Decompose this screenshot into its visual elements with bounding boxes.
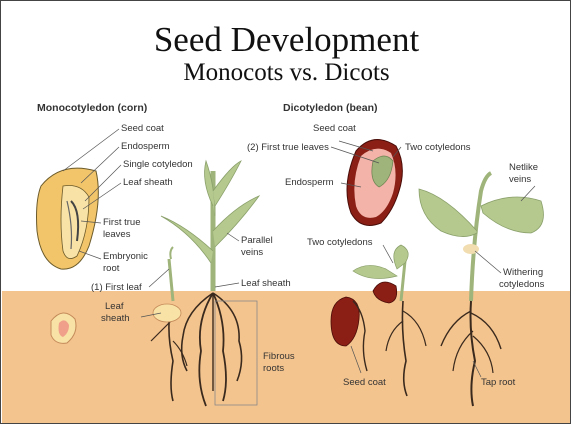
label-mono-seed-coat: Seed coat: [121, 123, 164, 134]
label-netlike: Netlike: [509, 162, 538, 173]
label-two-cotyledons-mid: Two cotyledons: [307, 237, 372, 248]
label-cotyledons: cotyledons: [499, 279, 544, 290]
label-withering: Withering: [503, 267, 543, 278]
label-sheath: sheath: [101, 313, 130, 324]
label-leaf: Leaf: [105, 301, 124, 312]
label-fibrous: Fibrous: [263, 351, 295, 362]
label-parallel-veins: veins: [241, 247, 263, 258]
label-dicot-endosperm: Endosperm: [285, 177, 334, 188]
bean-seed: [347, 140, 402, 226]
label-two-cotyledons-top: Two cotyledons: [405, 142, 470, 153]
label-leaves: leaves: [103, 229, 130, 240]
label-first-leaf: (1) First leaf: [91, 282, 142, 293]
monocot-heading: Monocotyledon (corn): [37, 102, 147, 114]
label-first-true: First true: [103, 217, 140, 228]
label-dicot-seed-coat-bottom: Seed coat: [343, 377, 386, 388]
label-mono-endosperm: Endosperm: [121, 141, 170, 152]
label-first-true-leaves: (2) First true leaves: [247, 142, 329, 153]
dicot-heading: Dicotyledon (bean): [283, 102, 378, 114]
label-root: root: [103, 263, 119, 274]
label-roots: roots: [263, 363, 284, 374]
label-leaf-sheath-top: Leaf sheath: [123, 177, 173, 188]
label-tap-root: Tap root: [481, 377, 515, 388]
label-netlike-veins: veins: [509, 174, 531, 185]
label-single-cotyledon: Single cotyledon: [123, 159, 193, 170]
corn-kernel: [37, 168, 99, 269]
label-embryonic: Embryonic: [103, 251, 148, 262]
label-dicot-seed-coat: Seed coat: [313, 123, 356, 134]
label-leaf-sheath-right: Leaf sheath: [241, 278, 291, 289]
label-parallel: Parallel: [241, 235, 273, 246]
